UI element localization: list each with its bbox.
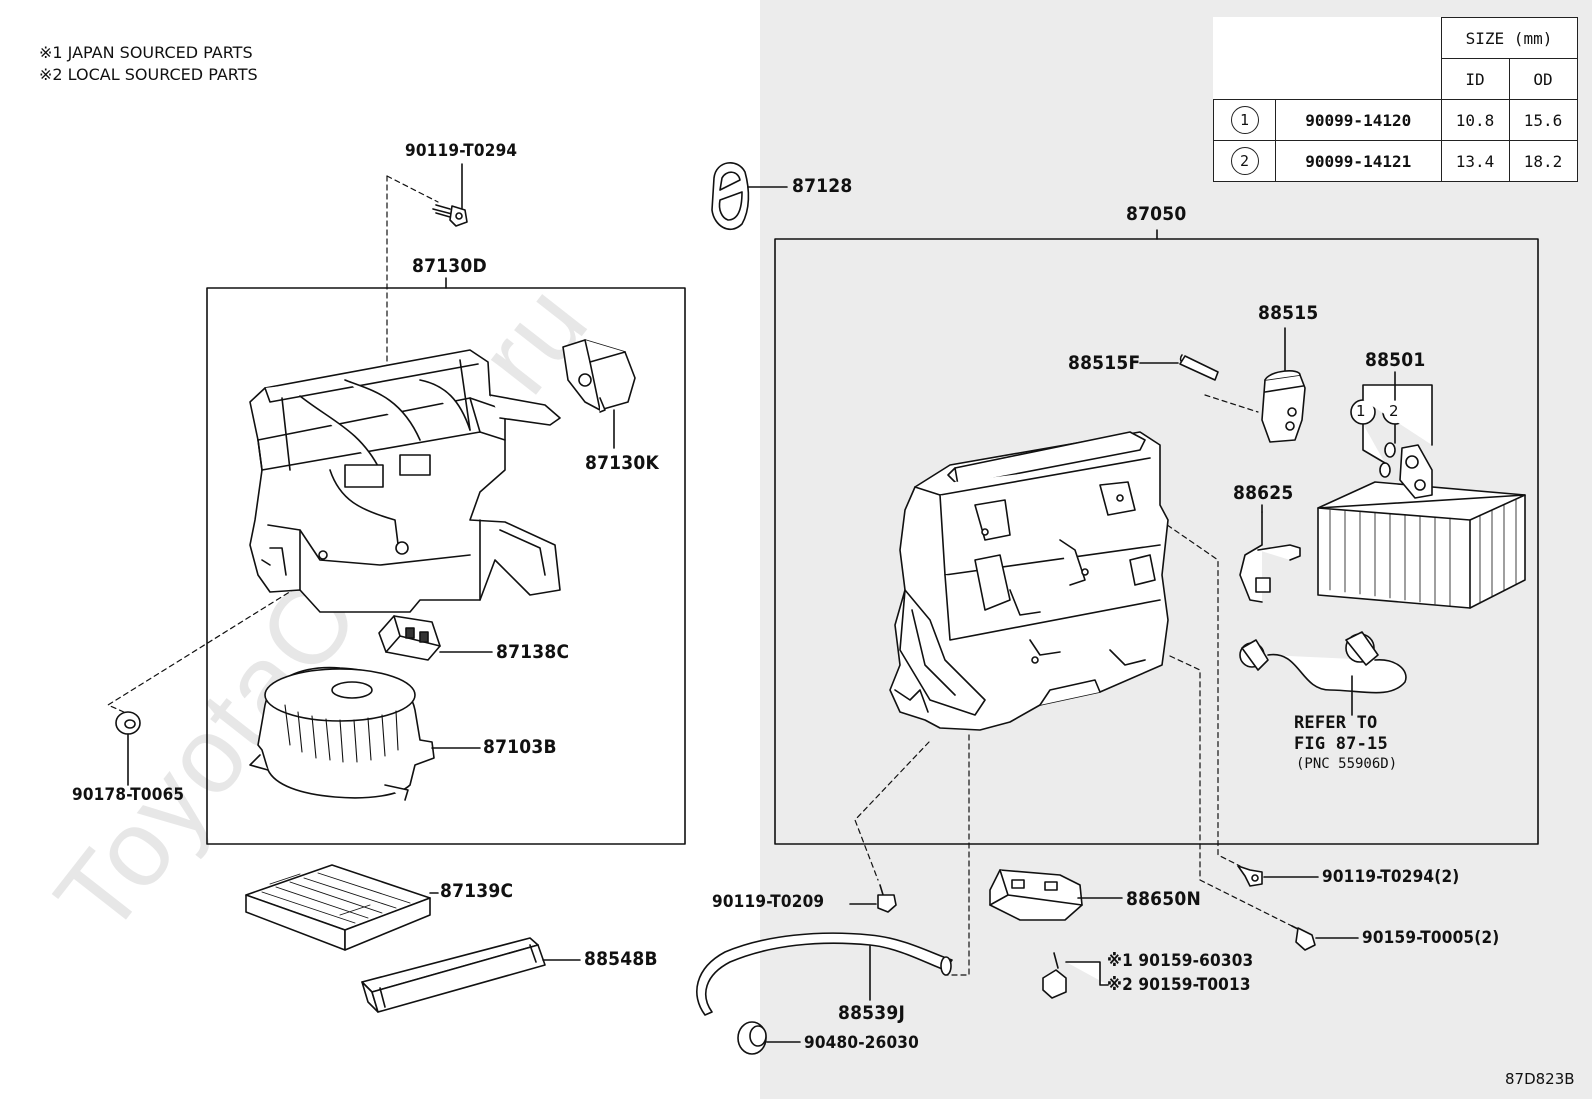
- label-88515[interactable]: 88515: [1258, 302, 1319, 324]
- blower-motor-87103b: [249, 666, 481, 801]
- label-87130k[interactable]: 87130K: [585, 452, 659, 474]
- label-90159-t0005-2[interactable]: 90159-T0005(2): [1362, 928, 1500, 948]
- label-88539j[interactable]: 88539J: [838, 1002, 906, 1024]
- label-90480-26030[interactable]: 90480-26030: [804, 1033, 919, 1053]
- filter-87139c: [245, 864, 439, 951]
- label-87050[interactable]: 87050: [1126, 203, 1187, 225]
- bolt-90119-t0294: [432, 163, 468, 227]
- note-japan-sourced: ※1 JAPAN SOURCED PARTS: [39, 43, 253, 62]
- row1-id: 10.8: [1440, 99, 1510, 141]
- resistor-87138c: [378, 615, 493, 661]
- label-88501[interactable]: 88501: [1365, 349, 1426, 371]
- col-od: OD: [1508, 58, 1578, 100]
- bolt-88515f: [1139, 354, 1219, 381]
- sensor-harness: [1239, 631, 1407, 716]
- row2-id: 13.4: [1440, 140, 1510, 182]
- expansion-valve-88515: [1261, 327, 1306, 443]
- size-table-header: SIZE (mm): [1440, 17, 1578, 59]
- label-88548b[interactable]: 88548B: [584, 948, 658, 970]
- thermistor-88625: [1239, 504, 1301, 603]
- label-87138c[interactable]: 87138C: [496, 641, 570, 663]
- label-90159-60303[interactable]: ※1 90159-60303: [1107, 951, 1254, 971]
- filter-88548b: [361, 937, 581, 1013]
- label-90119-t0294-2[interactable]: 90119-T0294(2): [1322, 867, 1460, 887]
- bolt-90119-t0294-2: [1237, 865, 1319, 887]
- blower-case: [249, 349, 561, 613]
- row2-part: 90099-14121: [1275, 140, 1442, 182]
- clip-90178-t0065: [115, 711, 141, 786]
- screw-90159-t0005-2: [1291, 925, 1359, 951]
- col-id: ID: [1440, 58, 1510, 100]
- o-ring-markers: [1350, 371, 1433, 478]
- label-87139c[interactable]: 87139C: [440, 880, 514, 902]
- label-90178-t0065[interactable]: 90178-T0065: [72, 785, 185, 805]
- note-local-sourced: ※2 LOCAL SOURCED PARTS: [39, 65, 258, 84]
- label-87103b[interactable]: 87103B: [483, 736, 557, 758]
- sensor-88650n: [989, 869, 1123, 921]
- label-90119-t0209[interactable]: 90119-T0209: [712, 892, 825, 912]
- table-row: 1 90099-14120 10.8 15.6: [1213, 99, 1578, 141]
- label-87130d[interactable]: 87130D: [412, 255, 487, 277]
- refer-line-1: REFER TO: [1294, 713, 1378, 733]
- marker-1: 1: [1230, 106, 1259, 134]
- screw-90159-60303: [1042, 952, 1109, 999]
- label-88625[interactable]: 88625: [1233, 482, 1294, 504]
- label-90119-t0294[interactable]: 90119-T0294: [405, 141, 518, 161]
- table-row: 2 90099-14121 13.4 18.2: [1213, 140, 1578, 182]
- o-ring-label-2: 2: [1389, 402, 1399, 420]
- label-88515f[interactable]: 88515F: [1068, 352, 1141, 374]
- actuator-87130k: [562, 339, 636, 449]
- label-87128[interactable]: 87128: [792, 175, 853, 197]
- refer-line-2: FIG 87-15: [1294, 734, 1388, 754]
- heater-unit-87050: [889, 431, 1169, 731]
- row1-od: 15.6: [1508, 99, 1578, 141]
- evaporator-88501: [1317, 444, 1526, 609]
- refer-line-3: (PNC 55906D): [1296, 756, 1398, 772]
- row1-part: 90099-14120: [1275, 99, 1442, 141]
- grommet-87128: [711, 162, 788, 230]
- grommet-90480-26030: [737, 1021, 801, 1055]
- label-90159-t0013[interactable]: ※2 90159-T0013: [1107, 975, 1251, 995]
- drain-hose-88539j: [696, 932, 953, 1016]
- figure-code: 87D823B: [1505, 1070, 1575, 1088]
- marker-2: 2: [1230, 147, 1259, 175]
- label-88650n[interactable]: 88650N: [1126, 888, 1201, 910]
- row2-od: 18.2: [1508, 140, 1578, 182]
- bolt-90119-t0209: [849, 884, 897, 913]
- o-ring-label-1: 1: [1356, 402, 1366, 420]
- size-table: SIZE (mm) ID OD 1 90099-14120 10.8 15.6 …: [1213, 17, 1578, 182]
